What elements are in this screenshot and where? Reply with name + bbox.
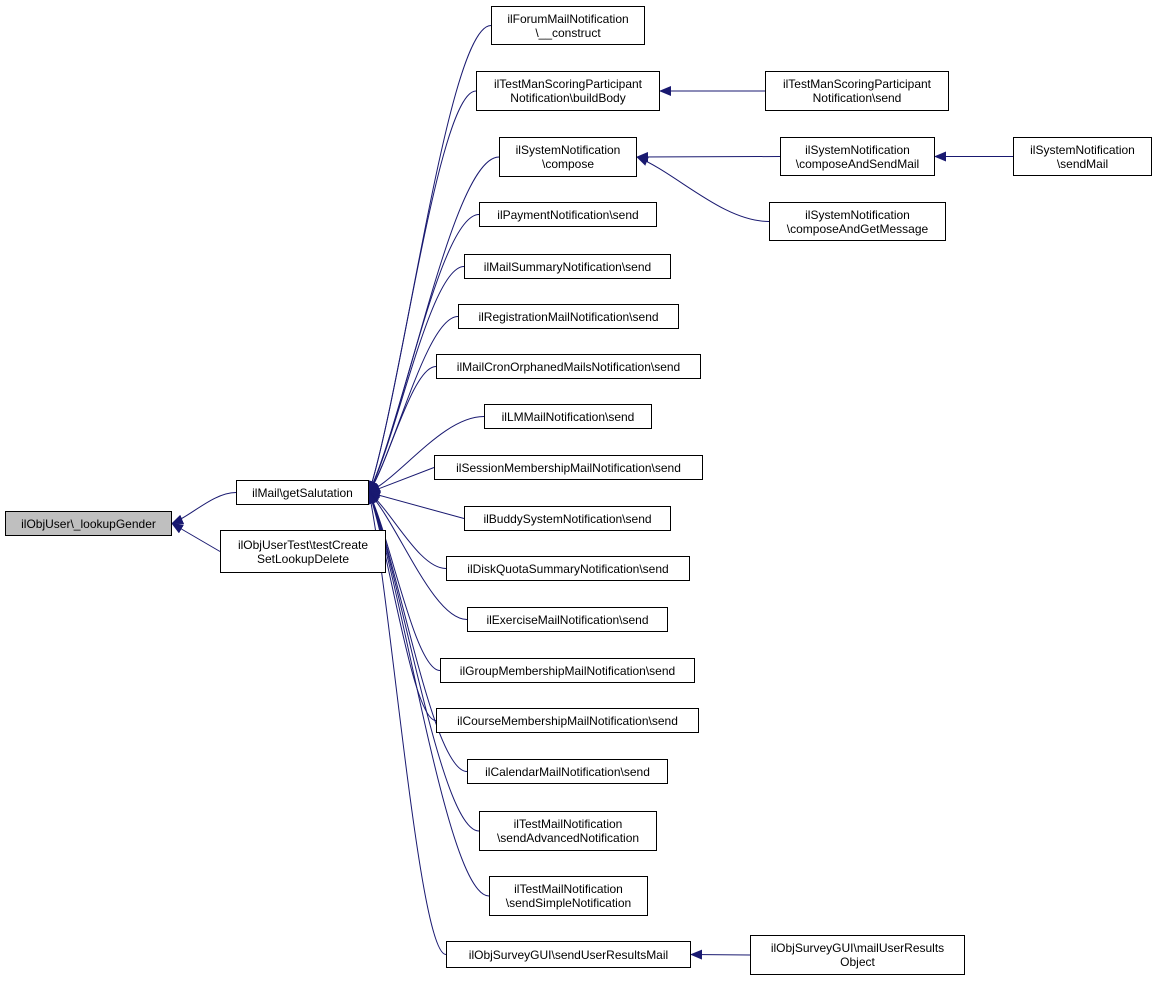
node-label-line: ilTestManScoringParticipant: [493, 77, 643, 91]
node-label-line: \sendMail: [1056, 156, 1109, 171]
edge-exerciseSend-to-getSalutation: [368, 491, 468, 620]
node-lm-send[interactable]: ilLMMailNotification\send: [484, 404, 652, 429]
edge-cronOrphanedSend-to-getSalutation: [368, 366, 437, 494]
node-course-send[interactable]: ilCourseMembershipMailNotification\send: [436, 708, 699, 733]
node-calendar-send[interactable]: ilCalendarMailNotification\send: [467, 759, 668, 784]
node-label-line: \composeAndGetMessage: [786, 221, 929, 236]
node-session-send[interactable]: ilSessionMembershipMailNotification\send: [434, 455, 703, 480]
node-sys-compose-and-send-mail[interactable]: ilSystemNotification\composeAndSendMail: [780, 137, 935, 176]
node-label-line: \__construct: [535, 25, 601, 40]
node-label-line: ilExerciseMailNotification\send: [486, 612, 649, 627]
edge-testCreate-to-root: [171, 522, 221, 552]
node-label-line: ilObjSurveyGUI\sendUserResultsMail: [468, 947, 669, 962]
edge-sysComposeAndGetMessage-to-sysCompose: [636, 156, 770, 222]
node-label-line: ilBuddySystemNotification\send: [483, 511, 652, 526]
edge-buddySend-to-getSalutation: [368, 490, 465, 519]
node-label-line: ilCourseMembershipMailNotification\send: [457, 713, 678, 728]
edge-groupSend-to-getSalutation: [368, 491, 441, 671]
node-label-line: \sendSimpleNotification: [505, 896, 632, 910]
node-mail-summary-send[interactable]: ilMailSummaryNotification\send: [464, 254, 671, 279]
node-label-line: ilDiskQuotaSummaryNotification\send: [467, 561, 669, 576]
node-label-line: \sendAdvancedNotification: [496, 831, 640, 845]
edge-surveyMailUserResults-to-surveySendUserResults: [690, 949, 751, 960]
node-label-line: ilObjUser\_lookupGender: [21, 516, 156, 531]
node-sys-send-mail[interactable]: ilSystemNotification\sendMail: [1013, 137, 1152, 176]
node-test-mail-simple[interactable]: ilTestMailNotification\sendSimpleNotific…: [489, 876, 648, 916]
node-label-line: ilMailSummaryNotification\send: [483, 259, 652, 274]
node-label-line: ilMailCronOrphanedMailsNotification\send: [456, 359, 681, 374]
node-forum-construct[interactable]: ilForumMailNotification\__construct: [491, 6, 645, 45]
node-get-salutation[interactable]: ilMail\getSalutation: [236, 480, 369, 505]
node-label-line: Notification\send: [812, 91, 902, 105]
node-registration-send[interactable]: ilRegistrationMailNotification\send: [458, 304, 679, 329]
edge-sessionSend-to-getSalutation: [368, 467, 435, 494]
node-label-line: ilSessionMembershipMailNotification\send: [456, 460, 681, 475]
node-buddy-send[interactable]: ilBuddySystemNotification\send: [464, 506, 671, 531]
node-sys-compose-and-get-message[interactable]: ilSystemNotification\composeAndGetMessag…: [769, 202, 946, 241]
edge-calendarSend-to-getSalutation: [368, 491, 468, 772]
edge-testManBuildBody-to-getSalutation: [367, 90, 477, 494]
edge-getSalutation-to-root: [171, 492, 237, 525]
node-label-line: ilSystemNotification: [805, 142, 910, 157]
node-label-line: ilLMMailNotification\send: [501, 409, 635, 424]
node-label-line: ilSystemNotification: [805, 207, 910, 222]
node-root: ilObjUser\_lookupGender: [5, 511, 172, 536]
node-label-line: Object: [840, 955, 875, 969]
node-label-line: \compose: [541, 157, 595, 171]
node-group-send[interactable]: ilGroupMembershipMailNotification\send: [440, 658, 695, 683]
node-payment-send[interactable]: ilPaymentNotification\send: [479, 202, 657, 227]
node-label-line: ilTestMailNotification: [513, 817, 623, 831]
node-label-line: ilSystemNotification: [515, 143, 621, 157]
node-label-line: ilTestMailNotification: [514, 882, 623, 896]
node-label-line: \composeAndSendMail: [795, 156, 920, 171]
node-label-line: ilObjUserTest\testCreate: [237, 537, 369, 552]
node-label-line: ilCalendarMailNotification\send: [485, 764, 650, 779]
node-label-line: ilSystemNotification: [1030, 142, 1135, 157]
node-label-line: SetLookupDelete: [256, 551, 350, 566]
node-label-line: ilGroupMembershipMailNotification\send: [459, 663, 676, 678]
node-label-line: ilRegistrationMailNotification\send: [478, 309, 659, 324]
node-label-line: ilPaymentNotification\send: [497, 207, 639, 222]
node-label-line: ilForumMailNotification: [507, 11, 629, 26]
node-label-line: ilObjSurveyGUI\mailUserResults: [770, 941, 945, 955]
node-label-line: ilTestManScoringParticipant: [782, 77, 932, 91]
node-label-line: Notification\buildBody: [510, 91, 626, 105]
node-sys-compose[interactable]: ilSystemNotification\compose: [499, 137, 637, 177]
node-label-line: ilMail\getSalutation: [252, 485, 353, 500]
edge-lmSend-to-getSalutation: [368, 416, 485, 493]
node-test-mail-advanced[interactable]: ilTestMailNotification\sendAdvancedNotif…: [479, 811, 657, 851]
node-exercise-send[interactable]: ilExerciseMailNotification\send: [467, 607, 668, 632]
node-survey-send-user-results[interactable]: ilObjSurveyGUI\sendUserResultsMail: [446, 941, 691, 968]
edge-testMailSimple-to-getSalutation: [367, 491, 490, 897]
node-cron-orphaned-send[interactable]: ilMailCronOrphanedMailsNotification\send: [436, 354, 701, 379]
edge-sysComposeAndSendMail-to-sysCompose: [636, 151, 781, 162]
edge-mailSummarySend-to-getSalutation: [368, 266, 465, 494]
node-disk-quota-send[interactable]: ilDiskQuotaSummaryNotification\send: [446, 556, 690, 581]
